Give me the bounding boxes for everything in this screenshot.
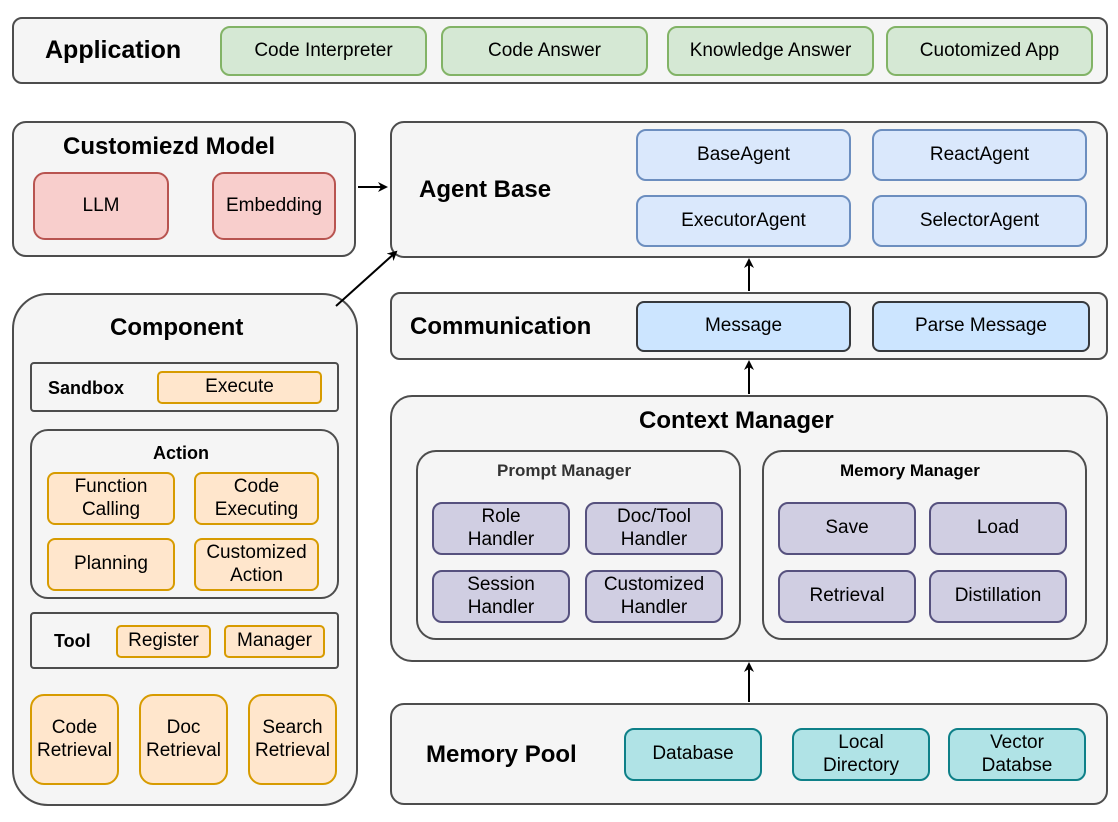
prompt-doc-tool-handler[interactable]: Doc/Tool Handler: [585, 502, 723, 555]
pool-database[interactable]: Database: [624, 728, 762, 781]
memory-pool-title: Memory Pool: [426, 741, 577, 768]
customized-model-title: Customiezd Model: [63, 133, 276, 160]
prompt-manager-title: Prompt Manager: [497, 461, 632, 480]
model-embedding[interactable]: Embedding: [212, 172, 336, 240]
action-customized-action[interactable]: Customized Action: [194, 538, 319, 591]
context-manager-title: Context Manager: [639, 407, 834, 434]
sandbox-execute[interactable]: Execute: [157, 371, 322, 404]
app-customized-app[interactable]: Cuotomized App: [886, 26, 1093, 76]
application-title: Application: [45, 36, 182, 64]
tool-title: Tool: [54, 631, 91, 651]
action-function-calling[interactable]: Function Calling: [47, 472, 175, 525]
model-llm[interactable]: LLM: [33, 172, 169, 240]
agent-base-agent[interactable]: BaseAgent: [636, 129, 851, 181]
doc-retrieval[interactable]: Doc Retrieval: [139, 694, 228, 785]
memory-distillation[interactable]: Distillation: [929, 570, 1067, 623]
app-code-answer[interactable]: Code Answer: [441, 26, 648, 76]
memory-retrieval[interactable]: Retrieval: [778, 570, 916, 623]
communication-title: Communication: [410, 313, 592, 340]
memory-load[interactable]: Load: [929, 502, 1067, 555]
prompt-customized-handler[interactable]: Customized Handler: [585, 570, 723, 623]
component-title: Component: [110, 314, 244, 341]
search-retrieval[interactable]: Search Retrieval: [248, 694, 337, 785]
code-retrieval[interactable]: Code Retrieval: [30, 694, 119, 785]
action-title: Action: [153, 443, 209, 463]
action-planning[interactable]: Planning: [47, 538, 175, 591]
prompt-role-handler[interactable]: Role Handler: [432, 502, 570, 555]
action-code-executing[interactable]: Code Executing: [194, 472, 319, 525]
agent-base-title: Agent Base: [419, 176, 552, 203]
comm-message[interactable]: Message: [636, 301, 851, 352]
agent-executor-agent[interactable]: ExecutorAgent: [636, 195, 851, 247]
memory-save[interactable]: Save: [778, 502, 916, 555]
pool-vector-database[interactable]: Vector Databse: [948, 728, 1086, 781]
memory-manager-title: Memory Manager: [840, 461, 980, 480]
app-knowledge-answer[interactable]: Knowledge Answer: [667, 26, 874, 76]
agent-selector-agent[interactable]: SelectorAgent: [872, 195, 1087, 247]
comm-parse-message[interactable]: Parse Message: [872, 301, 1090, 352]
app-code-interpreter[interactable]: Code Interpreter: [220, 26, 427, 76]
arrow-component-to-agent: [335, 250, 398, 307]
tool-register[interactable]: Register: [116, 625, 211, 658]
tool-manager[interactable]: Manager: [224, 625, 325, 658]
prompt-session-handler[interactable]: Session Handler: [432, 570, 570, 623]
agent-react-agent[interactable]: ReactAgent: [872, 129, 1087, 181]
sandbox-title: Sandbox: [48, 378, 125, 398]
pool-local-directory[interactable]: Local Directory: [792, 728, 930, 781]
